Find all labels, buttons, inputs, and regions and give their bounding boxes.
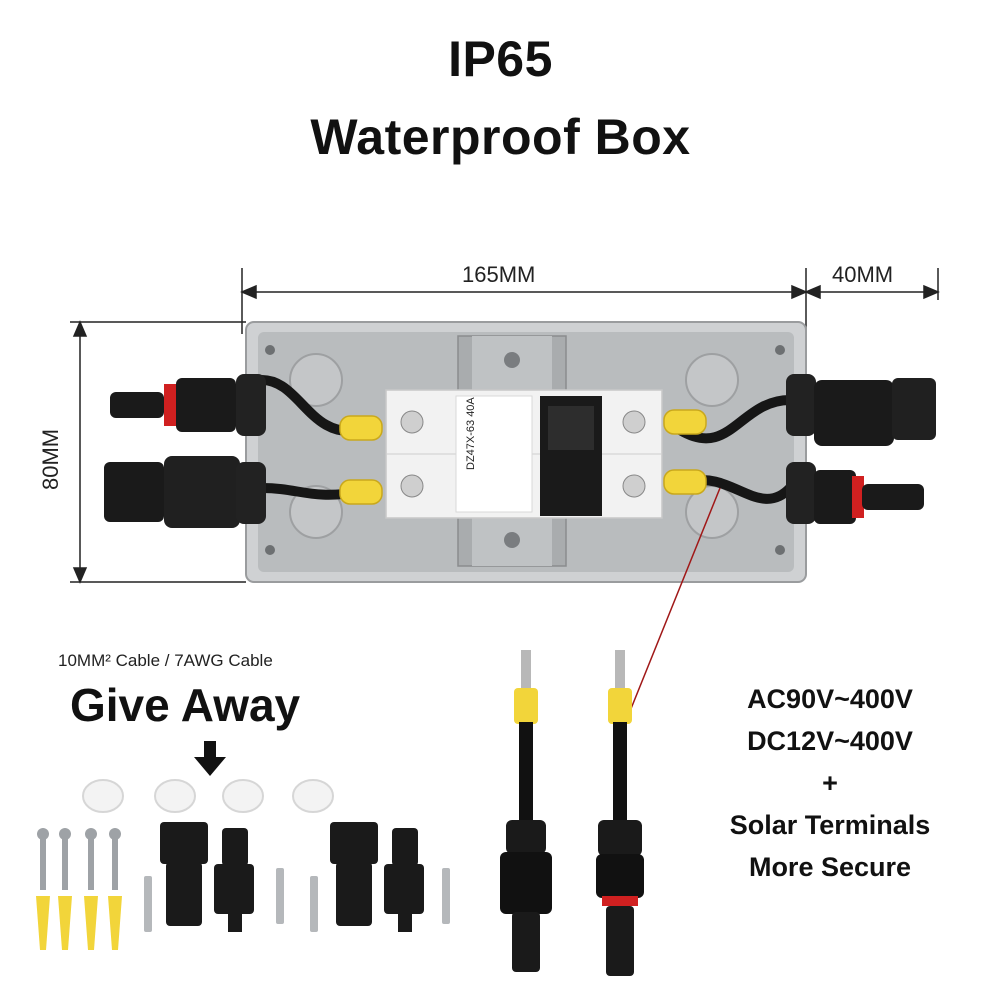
spec-more-secure: More Secure [748, 852, 912, 882]
spec-solar-terminals: Solar Terminals [729, 810, 931, 840]
left-connectors [104, 374, 266, 528]
spec-ac-range: AC90V~400V [747, 684, 913, 714]
down-arrow-icon [194, 741, 226, 776]
circuit-breaker [385, 389, 663, 519]
title-line-2: Waterproof Box [310, 109, 691, 165]
cable-note: 10MM² Cable / 7AWG Cable [58, 651, 273, 670]
dimension-lines [70, 268, 940, 584]
yellow-ferrules [339, 409, 707, 505]
spec-dc-range: DC12V~400V [747, 726, 913, 756]
title-line-1: IP65 [448, 31, 553, 87]
spec-plus: + [822, 768, 838, 798]
accessory-kit [36, 779, 450, 950]
give-away-heading: Give Away [70, 679, 301, 731]
length-dimension-label: 165MM [462, 262, 536, 287]
pointer-line [623, 487, 721, 727]
solar-cable-samples [500, 650, 644, 976]
breaker-model-text: DZ47X-63 40A [465, 397, 477, 470]
depth-dimension-label: 40MM [832, 262, 894, 287]
right-connectors [786, 374, 936, 524]
